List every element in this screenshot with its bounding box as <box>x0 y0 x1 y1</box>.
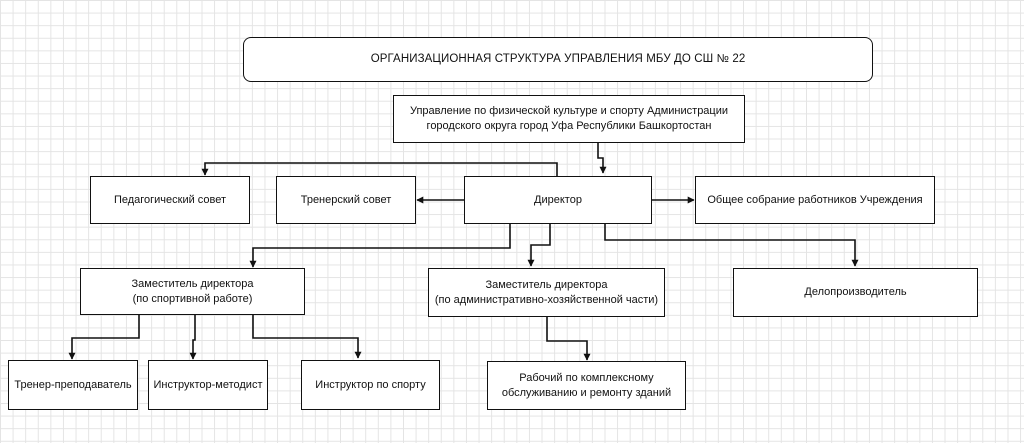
node-deputy-sport: Заместитель директора (по спортивной раб… <box>80 268 305 315</box>
connector-deputy-sport-coach-teacher <box>68 315 140 360</box>
node-director: Директор <box>464 176 652 224</box>
diagram-title: ОРГАНИЗАЦИОННАЯ СТРУКТУРА УПРАВЛЕНИЯ МБУ… <box>243 37 873 82</box>
node-general-meeting: Общее собрание работников Учреждения <box>695 176 935 224</box>
connector-director-deputy-admin <box>527 224 551 267</box>
connector-director-deputy-sport <box>249 224 511 268</box>
node-authority: Управление по физической культуре и спор… <box>393 95 745 143</box>
connector-director-ped-council <box>201 162 558 176</box>
node-ped-council: Педагогический совет <box>90 176 250 224</box>
node-clerk: Делопроизводитель <box>733 268 978 317</box>
connector-director-clerk <box>604 224 859 267</box>
node-maintenance-worker: Рабочий по комплексному обслуживанию и р… <box>487 361 686 410</box>
connector-deputy-sport-sport-instructor <box>252 315 362 359</box>
connector-deputy-sport-instructor-methodist <box>189 315 197 360</box>
node-coach-teacher: Тренер-преподаватель <box>8 360 138 410</box>
node-deputy-admin: Заместитель директора (по административн… <box>428 268 665 317</box>
connector-authority-director <box>597 143 607 174</box>
connector-deputy-admin-maintenance <box>546 317 591 361</box>
node-sport-instructor: Инструктор по спорту <box>301 360 440 410</box>
node-coach-council: Тренерский совет <box>276 176 416 224</box>
node-instructor-methodist: Инструктор-методист <box>148 360 268 410</box>
